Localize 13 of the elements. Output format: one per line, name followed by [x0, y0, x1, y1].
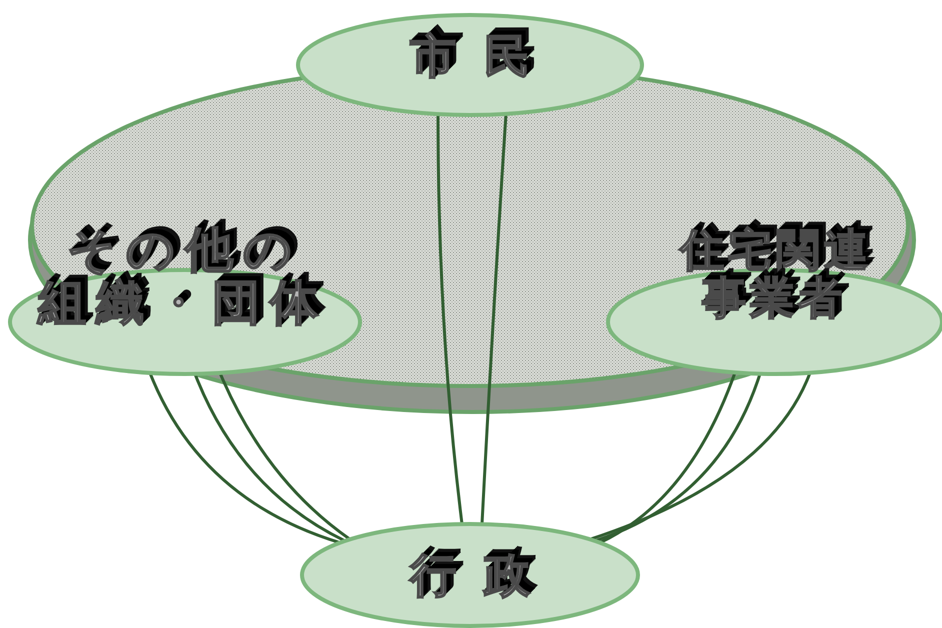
connector-line	[436, 114, 464, 524]
node-label: その他の組織・団体	[38, 224, 329, 330]
ellipse-node	[300, 522, 640, 628]
connector-line	[218, 372, 351, 541]
ellipse-node	[296, 13, 644, 117]
connector-line	[594, 373, 762, 542]
connector-line	[599, 372, 736, 544]
connector-line	[194, 373, 346, 542]
connector-line	[590, 372, 812, 541]
node-label: 市 民	[408, 31, 537, 82]
node-label: 行 政	[408, 550, 537, 601]
connector-line	[480, 114, 508, 524]
connector-line	[148, 372, 340, 544]
